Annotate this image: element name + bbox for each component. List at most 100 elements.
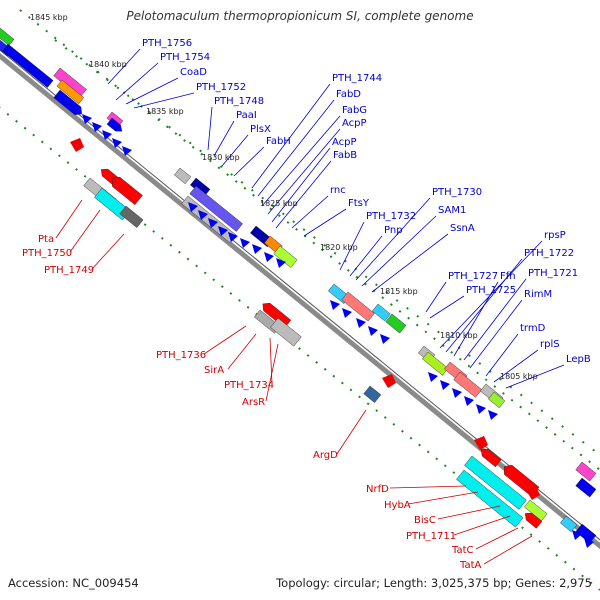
forward-chevron-17 <box>368 326 378 336</box>
forward-leader-1 <box>115 62 159 101</box>
forward-leader-10 <box>261 115 341 207</box>
forward-label-3: PTH_1752 <box>196 82 246 93</box>
forward-chevron-22 <box>464 396 474 406</box>
forward-leader-19 <box>361 215 437 287</box>
forward-label-8: PTH_1744 <box>332 73 382 84</box>
forward-label-11: AcpP <box>342 118 367 129</box>
gene-block-43 <box>524 512 543 529</box>
forward-label-28: trmD <box>520 323 546 334</box>
reverse-label-7: ArgD <box>313 450 338 461</box>
forward-leader-20 <box>371 233 449 293</box>
forward-leader-0 <box>107 48 141 85</box>
reverse-chevron-3 <box>526 486 540 500</box>
forward-label-24: Ffh <box>500 271 516 282</box>
forward-leader-23 <box>425 281 447 313</box>
forward-chevron-12 <box>264 252 274 262</box>
forward-label-4: PTH_1748 <box>214 96 264 107</box>
forward-chevron-10 <box>240 238 250 248</box>
reverse-chevron-1 <box>382 374 396 388</box>
forward-chevron-24 <box>488 410 498 420</box>
forward-label-19: SAM1 <box>438 205 466 216</box>
reverse-label-0: Pta <box>38 234 54 245</box>
forward-label-21: rpsP <box>544 230 566 241</box>
forward-chevron-20 <box>440 380 450 390</box>
forward-leader-27 <box>469 299 523 369</box>
gene-block-20 <box>422 351 449 376</box>
reverse-chevron-0 <box>70 138 84 152</box>
gene-block-16 <box>341 291 375 322</box>
backbone-line <box>0 52 600 550</box>
forward-chevron-15 <box>342 308 352 318</box>
forward-chevron-2 <box>102 130 112 140</box>
forward-label-2: CoaD <box>180 67 207 78</box>
forward-leader-12 <box>271 147 331 223</box>
forward-leader-29 <box>493 349 539 383</box>
genome-summary-text: Topology: circular; Length: 3,025,375 bp… <box>276 576 592 590</box>
forward-chevron-13 <box>276 258 286 268</box>
reverse-leader-11 <box>453 515 511 536</box>
forward-chevron-11 <box>252 244 262 254</box>
forward-leader-16 <box>339 221 365 271</box>
forward-label-5: PaaI <box>236 110 257 121</box>
forward-chevron-25 <box>572 530 582 540</box>
forward-chevron-16 <box>356 318 366 328</box>
reverse-label-13: TatA <box>459 560 482 571</box>
reverse-leader-7 <box>336 409 367 455</box>
forward-leader-3 <box>133 92 195 109</box>
forward-chevron-21 <box>452 388 462 398</box>
forward-chevron-19 <box>428 372 438 382</box>
forward-leader-9 <box>257 99 335 197</box>
reverse-label-4: SirA <box>204 365 224 376</box>
gene-block-38 <box>480 448 502 468</box>
scale-tick-2: 1835 kbp <box>146 107 184 116</box>
forward-leader-5 <box>213 120 235 157</box>
forward-leader-7 <box>233 146 265 177</box>
forward-chevron-3 <box>112 138 122 148</box>
forward-chevron-18 <box>380 334 390 344</box>
forward-leader-18 <box>355 197 431 281</box>
scale-tick-8: 1805 kbp <box>500 372 538 381</box>
reverse-leader-1 <box>69 209 101 253</box>
reverse-leader-2 <box>91 233 125 270</box>
reverse-leader-9 <box>407 491 479 505</box>
dotted-track-outer <box>19 9 600 471</box>
forward-label-30: LepB <box>566 354 591 365</box>
gene-block-37 <box>363 385 382 403</box>
forward-leader-26 <box>429 295 465 319</box>
forward-leader-15 <box>303 208 347 237</box>
reverse-leader-13 <box>483 535 533 565</box>
forward-leader-17 <box>349 235 383 277</box>
forward-label-23: PTH_1727 <box>448 271 498 282</box>
gene-block-36 <box>270 317 302 347</box>
gene-block-5 <box>53 89 82 115</box>
forward-label-18: PTH_1730 <box>432 187 482 198</box>
reverse-leader-12 <box>475 527 519 550</box>
reverse-leader-3 <box>203 325 247 355</box>
gene-block-30 <box>112 176 143 206</box>
reverse-leader-10 <box>437 505 501 520</box>
gene-block-10 <box>189 185 243 232</box>
gene-block-26 <box>575 477 597 498</box>
forward-label-25: PTH_1721 <box>528 268 578 279</box>
gene-block-24 <box>488 391 506 409</box>
forward-leader-24 <box>453 281 499 357</box>
reverse-label-6: ArsR <box>242 397 265 408</box>
forward-chevron-9 <box>228 232 238 242</box>
forward-leader-13 <box>275 160 332 229</box>
reverse-label-10: BisC <box>414 515 436 526</box>
scale-tick-6: 1815 kbp <box>380 287 418 296</box>
forward-leader-4 <box>207 106 213 151</box>
forward-label-16: PTH_1732 <box>366 211 416 222</box>
gene-block-27 <box>560 515 578 533</box>
gene-block-4 <box>56 79 85 105</box>
gene-block-2 <box>2 43 54 88</box>
accession-text: Accession: NC_009454 <box>8 576 139 590</box>
gene-block-8 <box>174 167 192 185</box>
forward-label-29: rplS <box>540 339 560 350</box>
forward-label-20: SsnA <box>450 223 475 234</box>
scale-tick-3: 1830 kbp <box>202 153 240 162</box>
forward-label-6: PlsX <box>250 124 271 135</box>
forward-chevron-4 <box>122 146 132 156</box>
forward-chevron-14 <box>330 300 340 310</box>
forward-label-12: AcpP <box>332 137 357 148</box>
